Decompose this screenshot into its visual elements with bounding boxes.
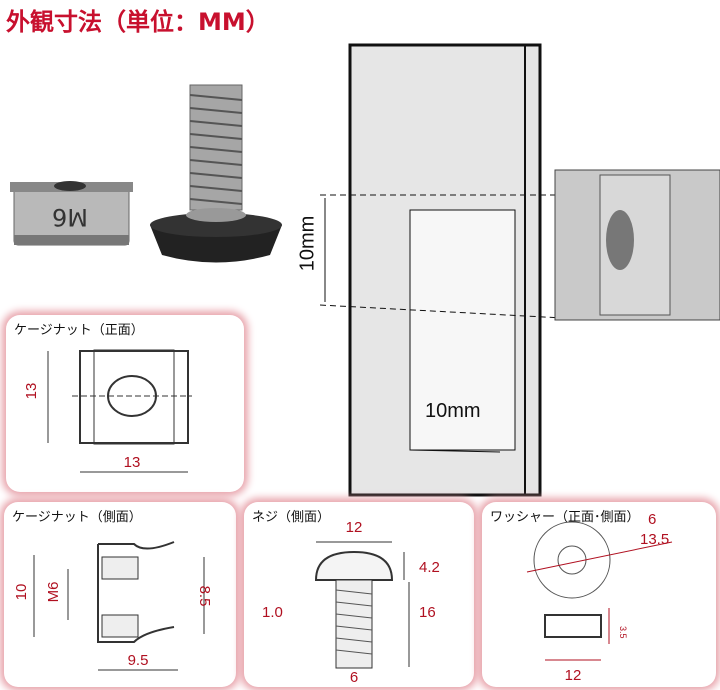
panel-title: ケージナット（正面） (14, 323, 144, 338)
side-thread-label: M6 (45, 582, 62, 603)
horizontal-dim-label: 10mm (425, 400, 481, 422)
panel-title: ワッシャー（正面･側面） (490, 510, 640, 525)
pitch-label: 1.0 (262, 604, 283, 621)
washer-outer-label: 13.5 (640, 531, 669, 548)
side-inner-label: 8.5 (196, 586, 213, 607)
panel-title: ネジ（側面） (252, 510, 331, 525)
head-height-label: 4.2 (419, 559, 440, 576)
length-label: 16 (419, 604, 436, 621)
front-height-label: 13 (23, 383, 40, 400)
panel-title: ケージナット（側面） (12, 510, 142, 525)
front-width-label: 13 (124, 454, 141, 471)
screw-photo (150, 84, 282, 263)
washer-width-label: 12 (565, 667, 582, 684)
page-title: 外観寸法（単位：MM） (6, 8, 270, 36)
panel-washer: ワッシャー（正面･側面） 6 13.5 3.5 12 (482, 502, 716, 687)
washer-inner-label: 6 (648, 511, 656, 528)
nut-marking: M6 (52, 203, 88, 231)
cage-nut-render (554, 169, 720, 321)
mount-diagram (319, 43, 720, 497)
washer-thickness-label: 3.5 (618, 626, 628, 639)
panel-cage-nut-side: ケージナット（側面） 10 M6 8.5 9.5 (4, 502, 236, 687)
product-photos: M6 (10, 84, 282, 263)
panel-cage-nut-front: ケージナット（正面） 13 13 (6, 315, 244, 492)
side-outer-label: 10 (13, 584, 30, 601)
head-dia-label: 12 (346, 519, 363, 536)
shaft-label: 6 (350, 669, 358, 686)
vertical-dim-label: 10mm (296, 215, 319, 272)
side-depth-label: 9.5 (128, 652, 149, 669)
panel-screw-side: ネジ（側面） 12 4.2 1.0 16 6 (244, 502, 474, 687)
cage-nut-photo (10, 181, 133, 246)
